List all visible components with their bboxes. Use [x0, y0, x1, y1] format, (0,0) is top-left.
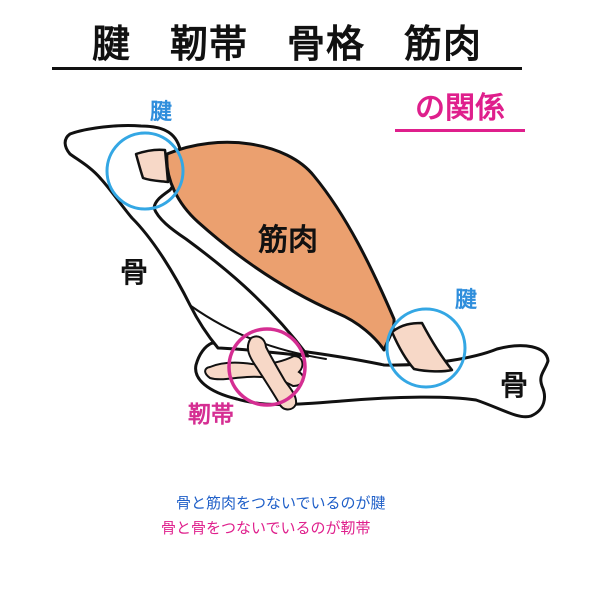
tendon-top-label: 腱	[150, 100, 173, 125]
bone-left-label: 骨	[120, 256, 148, 289]
page-subtitle: の関係	[395, 90, 525, 132]
tendon-right-label: 腱	[455, 288, 478, 313]
page-title: 腱 靭帯 骨格 筋肉	[52, 18, 522, 70]
ligament-circle	[227, 327, 307, 407]
ligament-bone-diagonal	[246, 335, 298, 411]
bone-right-label: 骨	[500, 369, 528, 402]
top-tendon-connection	[134, 148, 170, 184]
top-tendon-circle	[105, 131, 185, 211]
right-tendon-connection	[390, 321, 454, 373]
ligament-label: 靭帯	[188, 401, 234, 428]
muscle-label: 筋肉	[258, 223, 318, 258]
tendon-caption: 骨と筋肉をつないでいるのが腱	[176, 494, 386, 512]
ligament-caption: 骨と骨をつないでいるのが靭帯	[161, 519, 371, 537]
right-tendon-circle	[385, 307, 467, 389]
